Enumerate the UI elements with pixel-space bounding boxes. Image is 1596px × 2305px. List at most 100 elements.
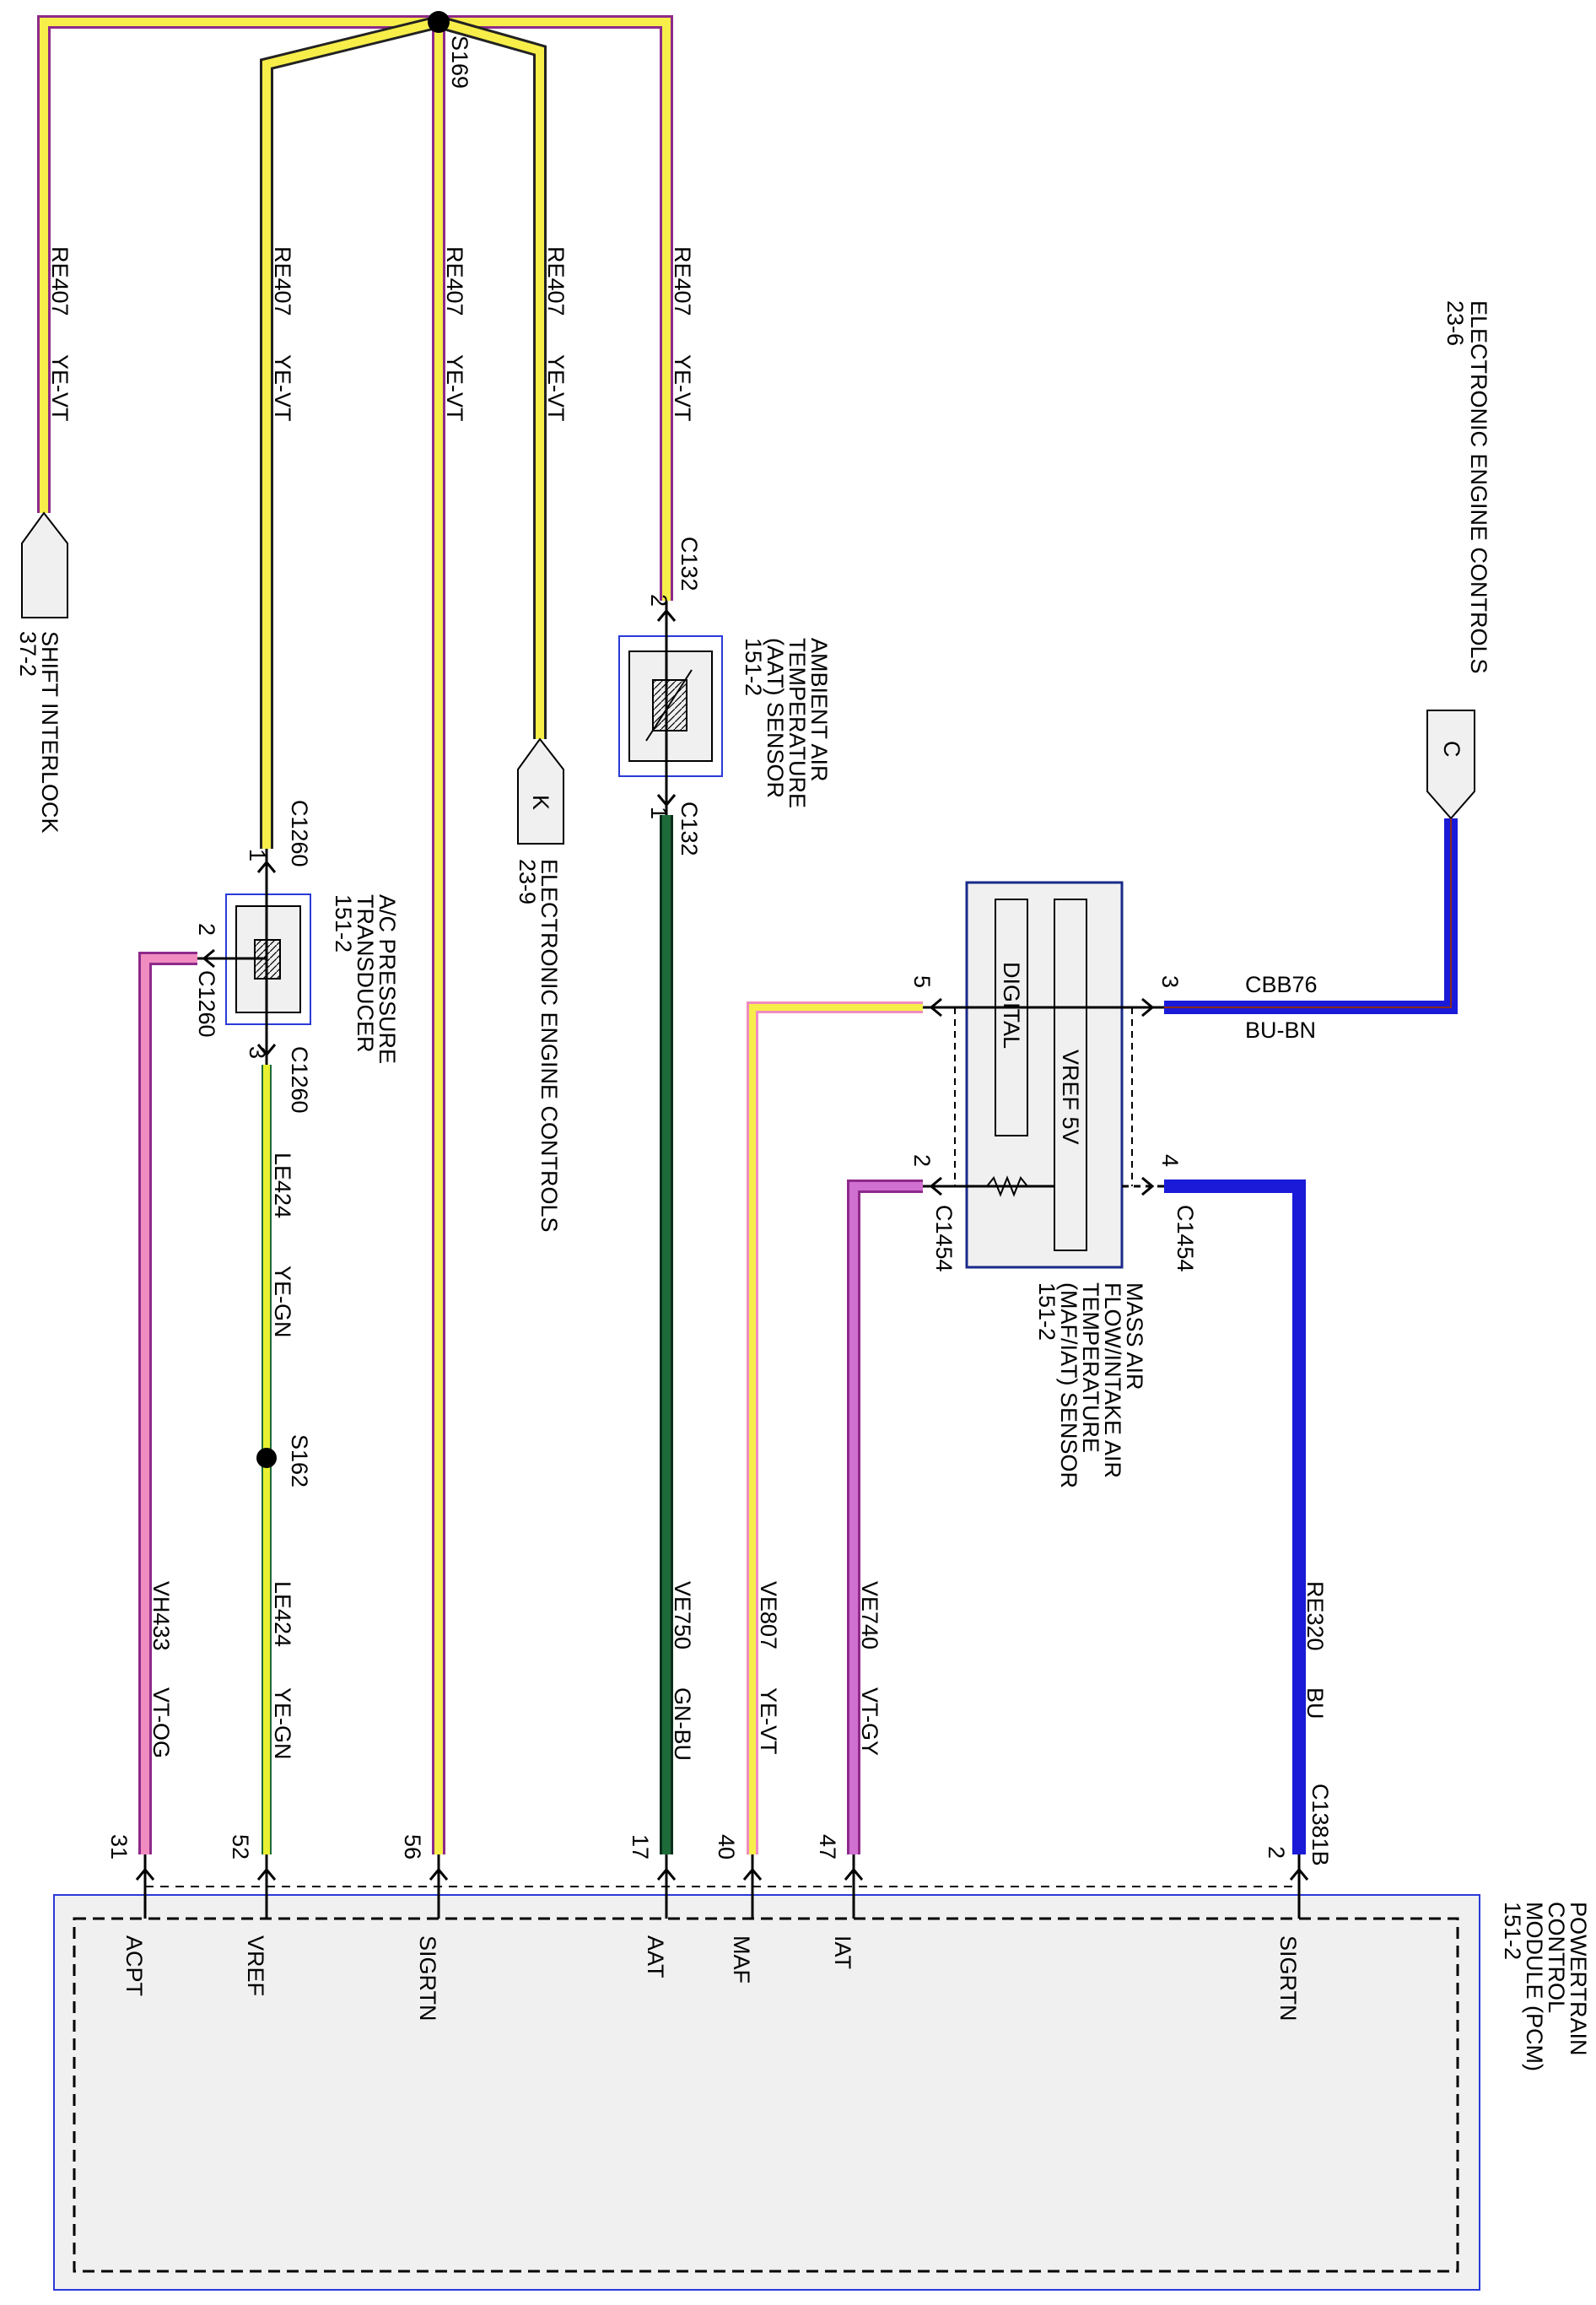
svg-text:YE-GN: YE-GN: [270, 1687, 295, 1760]
wire-label: YE-VT: [270, 354, 295, 422]
svg-text:VREF: VREF: [243, 1935, 268, 1996]
wire-label: YE-VT: [442, 354, 467, 422]
splice-s162-label: S162: [287, 1434, 312, 1487]
maf-pin-5: 5: [909, 975, 935, 988]
wire-label: RE407: [543, 246, 569, 316]
wire-re320[interactable]: [1164, 1179, 1306, 1854]
shift-interlock-ref: 37-2: [15, 631, 40, 677]
svg-text:56: 56: [400, 1834, 425, 1860]
wire-re407-ac[interactable]: [260, 15, 440, 849]
pcm-pin-47: [844, 1854, 864, 1919]
maf-pin-3: 3: [1157, 975, 1183, 988]
svg-text:SIGRTN: SIGRTN: [1275, 1935, 1301, 2022]
svg-text:IAT: IAT: [830, 1935, 855, 1969]
eec-k-connector[interactable]: K: [517, 737, 564, 845]
wire-label: YE-VT: [543, 354, 569, 422]
svg-text:TEMPERATURE: TEMPERATURE: [1078, 1282, 1103, 1453]
wire-label: YE-VT: [670, 354, 695, 422]
svg-text:RE320: RE320: [1302, 1581, 1328, 1651]
eec-c-label: ELECTRONIC ENGINE CONTROLS: [1466, 300, 1491, 674]
svg-text:40: 40: [714, 1834, 739, 1860]
pcm-pins: [135, 1854, 1309, 1919]
ac-pressure-transducer[interactable]: [197, 849, 311, 1065]
svg-text:VE740: VE740: [857, 1581, 882, 1649]
maf-conn-right: C1454: [1173, 1205, 1198, 1272]
ac-transducer-name: A/C PRESSURE TRANSDUCER 151-2: [331, 894, 400, 1064]
maf-conn-left: C1454: [931, 1205, 957, 1272]
svg-text:(AAT) SENSOR: (AAT) SENSOR: [763, 638, 788, 798]
wire-label: RE407: [270, 246, 295, 316]
splice-s169-label: S169: [447, 35, 472, 89]
svg-text:151-2: 151-2: [741, 638, 766, 696]
aat-sensor[interactable]: [618, 601, 723, 815]
splice-s169: [428, 11, 450, 33]
wire-label: YE-GN: [270, 1266, 295, 1338]
maf-pin-4: 4: [1157, 1154, 1183, 1167]
svg-text:VE750: VE750: [670, 1581, 695, 1649]
svg-text:GN-BU: GN-BU: [670, 1687, 695, 1761]
ac-pin-1: 1: [245, 849, 270, 861]
svg-text:LE424: LE424: [270, 1581, 295, 1647]
aat-sensor-name: AMBIENT AIR TEMPERATURE (AAT) SENSOR 151…: [741, 638, 832, 808]
svg-text:SIGRTN: SIGRTN: [415, 1935, 440, 2022]
wire-re407-shift[interactable]: [37, 15, 439, 513]
svg-text:2: 2: [1264, 1846, 1289, 1859]
eec-k-ref: 23-9: [515, 859, 540, 904]
wire-label: CBB76: [1245, 972, 1318, 997]
maf-iat-sensor[interactable]: DIGITAL VREF 5V: [923, 881, 1164, 1269]
svg-text:VT-GY: VT-GY: [857, 1687, 882, 1756]
pcm-pin-56: [429, 1854, 449, 1919]
upper-harness: [37, 15, 673, 1854]
svg-text:ACPT: ACPT: [121, 1935, 147, 1996]
svg-text:151-2: 151-2: [1034, 1282, 1060, 1341]
svg-text:C: C: [1439, 741, 1464, 758]
maf-digital-label: DIGITAL: [999, 962, 1024, 1049]
svg-text:31: 31: [106, 1834, 132, 1860]
pcm-pin-2: [1289, 1854, 1309, 1919]
maf-sensor-name: MASS AIR FLOW/INTAKE AIR TEMPERATURE (MA…: [1034, 1282, 1147, 1488]
svg-text:52: 52: [228, 1834, 253, 1860]
svg-text:YE-VT: YE-VT: [756, 1687, 781, 1755]
svg-text:MAF: MAF: [729, 1935, 754, 1984]
maf-vref-label: VREF 5V: [1058, 1050, 1083, 1145]
ac-conn-top: C1260: [287, 800, 312, 867]
upper-wire-labels: RE407 YE-VT RE407 YE-VT RE407 YE-VT RE40…: [47, 246, 695, 422]
aat-pin-top: 2: [646, 594, 671, 607]
svg-text:FLOW/INTAKE AIR: FLOW/INTAKE AIR: [1100, 1282, 1125, 1478]
svg-text:TRANSDUCER: TRANSDUCER: [353, 894, 378, 1053]
svg-text:(MAF/IAT) SENSOR: (MAF/IAT) SENSOR: [1056, 1282, 1081, 1488]
svg-text:VT-OG: VT-OG: [148, 1687, 174, 1758]
svg-text:151-2: 151-2: [331, 894, 356, 953]
eec-c-connector[interactable]: C: [1426, 710, 1475, 820]
aat-conn-bottom: C132: [677, 802, 702, 856]
svg-text:CONTROL: CONTROL: [1544, 1902, 1569, 2013]
pcm-name: POWERTRAIN CONTROL MODULE (PCM) 151-2: [1500, 1902, 1591, 2071]
ac-conn-bottom: C1260: [287, 1046, 312, 1114]
svg-text:MASS AIR: MASS AIR: [1122, 1282, 1147, 1390]
svg-text:VE807: VE807: [756, 1581, 781, 1649]
shift-interlock-connector[interactable]: [21, 511, 68, 618]
ac-conn-left: C1260: [194, 970, 219, 1038]
pcm-pin-52: [256, 1854, 277, 1919]
lower-wire-labels: VH433 VT-OG LE424 YE-GN VE750 GN-BU VE80…: [148, 1581, 1328, 1761]
pcm-pin-numbers: 31 52 56 17 40 47 2: [106, 1834, 1289, 1860]
pcm-pin-labels: ACPT VREF SIGRTN AAT MAF IAT SIGRTN: [121, 1935, 1301, 2022]
eec-k-label: ELECTRONIC ENGINE CONTROLS: [536, 859, 562, 1233]
svg-text:MODULE (PCM): MODULE (PCM): [1522, 1902, 1547, 2071]
svg-text:AMBIENT AIR: AMBIENT AIR: [806, 638, 832, 782]
svg-text:17: 17: [628, 1834, 653, 1860]
pcm-pin-40: [742, 1854, 763, 1919]
svg-text:151-2: 151-2: [1500, 1902, 1525, 1960]
pcm-pin-17: [656, 1854, 677, 1919]
svg-text:47: 47: [815, 1834, 840, 1860]
wire-label: RE407: [47, 246, 73, 316]
wire-label: LE424: [270, 1152, 295, 1218]
shift-interlock-label: SHIFT INTERLOCK: [37, 631, 62, 834]
svg-text:POWERTRAIN: POWERTRAIN: [1566, 1902, 1591, 2056]
svg-text:AAT: AAT: [643, 1935, 668, 1978]
wire-label: RE407: [670, 246, 695, 316]
pcm-module[interactable]: [53, 1886, 1480, 2291]
svg-text:A/C PRESSURE: A/C PRESSURE: [375, 894, 400, 1064]
ac-pin-3: 3: [245, 1046, 270, 1059]
